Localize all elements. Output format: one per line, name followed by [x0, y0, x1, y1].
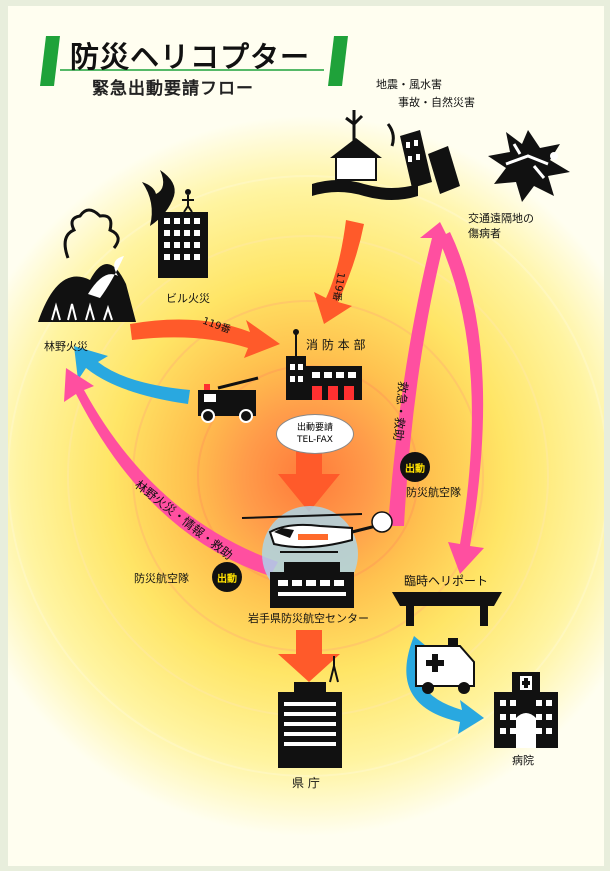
- arrow-center-to-remote: [388, 222, 452, 526]
- aviation-center-label: 岩手県防災航空センター: [248, 612, 369, 625]
- arrow-hq-to-center: [278, 446, 340, 512]
- building-fire-icon: [142, 170, 208, 278]
- heliport-label: 臨時ヘリポート: [404, 574, 489, 588]
- request-method-label: TEL-FAX: [297, 435, 333, 445]
- flow-diagram-canvas: [8, 36, 604, 836]
- building-fire-label: ビル火災: [166, 292, 210, 305]
- arrow-center-to-forest: [64, 368, 278, 576]
- arrow-disaster-to-hq: [314, 220, 364, 324]
- hospital-label: 病院: [512, 754, 534, 767]
- remote-patient-label-1: 交通遠隔地の: [468, 212, 534, 225]
- fire-hq-label: 消 防 本 部: [306, 338, 366, 352]
- forest-fire-icon: [38, 208, 136, 322]
- prefecture-building-icon: [278, 656, 342, 768]
- arrow-fire-to-hq: [130, 319, 280, 358]
- flow-poster: 防災ヘリコプター 緊急出動要請フロー 地震・風水害 事故・自然災害 交通遠隔地の…: [8, 6, 604, 866]
- disaster-label-2: 事故・自然災害: [398, 96, 475, 109]
- dispatch-badge-left: 出動: [212, 562, 242, 592]
- heliport-icon: [392, 592, 502, 626]
- fire-hq-building-icon: [286, 329, 362, 400]
- helicopter-icon: [241, 511, 393, 553]
- prefecture-label: 県 庁: [292, 776, 320, 790]
- request-label: 出動要請: [296, 423, 333, 433]
- arrow-engine-to-forest: [74, 346, 190, 404]
- arrow-remote-to-heliport: [438, 232, 484, 574]
- remote-patient-label-2: 傷病者: [468, 227, 501, 240]
- fire-engine-icon: [198, 376, 259, 423]
- air-corps-left-label: 防災航空隊: [134, 572, 189, 585]
- ambulance-icon: [415, 638, 475, 694]
- arrow-heliport-to-hospital: [406, 636, 484, 734]
- dispatch-badge-right: 出動: [400, 452, 430, 482]
- disaster-scene-icon: [312, 110, 460, 200]
- title-bar-left: [40, 36, 60, 86]
- accident-burst-icon: [488, 130, 570, 202]
- request-callout: 出動要請 TEL-FAX: [276, 414, 354, 454]
- page-subtitle: 緊急出動要請フロー: [92, 79, 254, 99]
- disaster-label-1: 地震・風水害: [376, 78, 442, 91]
- hospital-building-icon: [494, 672, 558, 748]
- title-bar-right: [328, 36, 348, 86]
- forest-fire-label: 林野火災: [44, 340, 88, 353]
- aviation-center-icon: [262, 506, 358, 608]
- air-corps-right-label: 防災航空隊: [406, 486, 461, 499]
- arrow-center-to-pref: [278, 630, 340, 682]
- page-title: 防災ヘリコプター: [70, 40, 311, 74]
